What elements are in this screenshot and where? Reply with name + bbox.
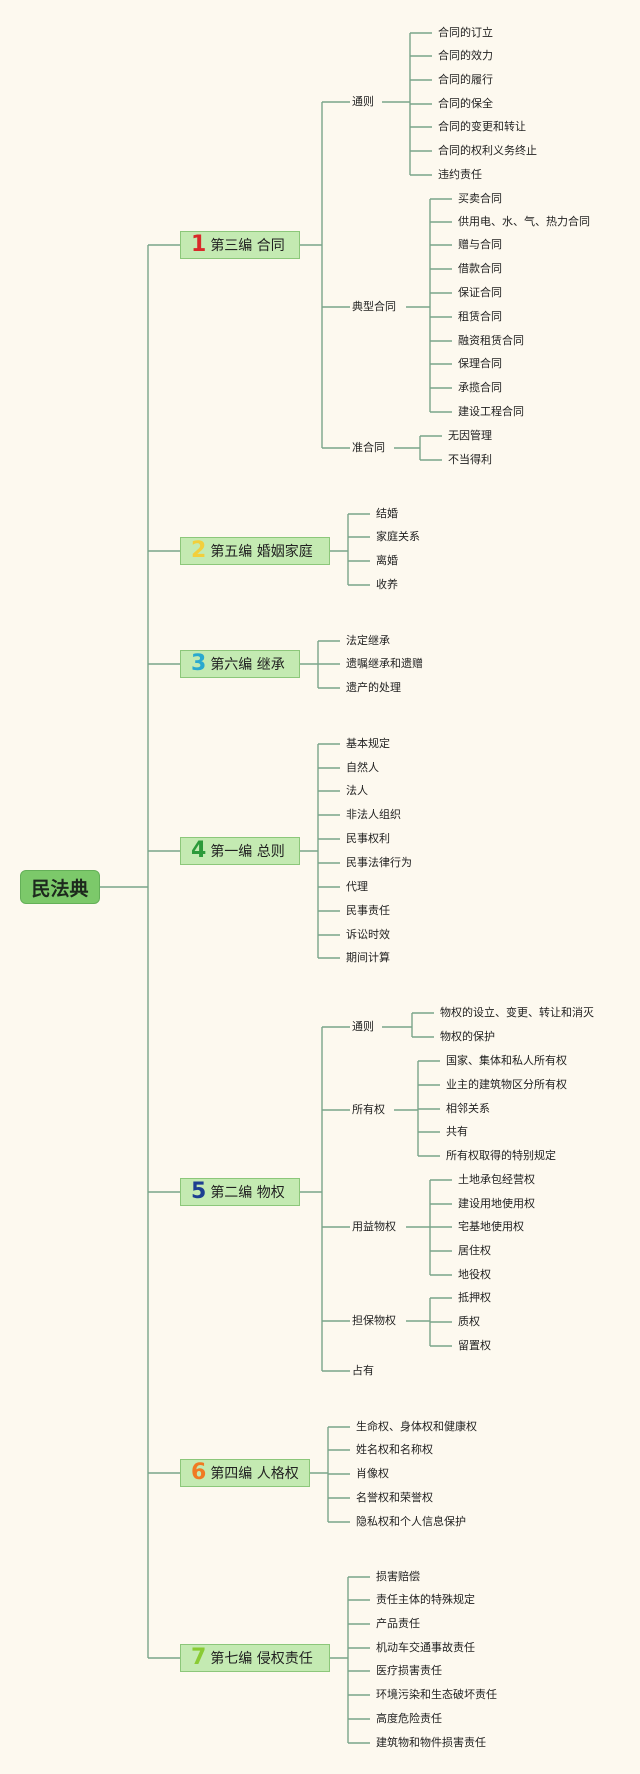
leaf-node[interactable]: 合同的权利义务终止 xyxy=(438,144,537,157)
leaf-node[interactable]: 建筑物和物件损害责任 xyxy=(376,1736,486,1749)
part-number: 3 xyxy=(191,651,207,676)
leaf-node[interactable]: 不当得利 xyxy=(448,453,492,466)
leaf-node[interactable]: 民事责任 xyxy=(346,904,390,917)
section-node[interactable]: 通则 xyxy=(352,95,374,108)
leaf-node[interactable]: 宅基地使用权 xyxy=(458,1220,524,1233)
section-node[interactable]: 典型合同 xyxy=(352,300,396,313)
leaf-node[interactable]: 生命权、身体权和健康权 xyxy=(356,1420,477,1433)
leaf-node[interactable]: 赠与合同 xyxy=(458,238,502,251)
section-node[interactable]: 通则 xyxy=(352,1020,374,1033)
leaf-node[interactable]: 民事权利 xyxy=(346,832,390,845)
leaf-node[interactable]: 土地承包经营权 xyxy=(458,1173,535,1186)
section-node[interactable]: 担保物权 xyxy=(352,1314,396,1327)
root-node[interactable]: 民法典 xyxy=(20,870,100,904)
leaf-node[interactable]: 责任主体的特殊规定 xyxy=(376,1593,475,1606)
leaf-node[interactable]: 物权的保护 xyxy=(440,1030,495,1043)
part-title: 第五编 婚姻家庭 xyxy=(210,544,313,560)
leaf-node[interactable]: 高度危险责任 xyxy=(376,1712,442,1725)
leaf-node[interactable]: 物权的设立、变更、转让和消灭 xyxy=(440,1006,594,1019)
leaf-node[interactable]: 合同的订立 xyxy=(438,26,493,39)
leaf-node[interactable]: 融资租赁合同 xyxy=(458,334,524,347)
leaf-node[interactable]: 合同的效力 xyxy=(438,49,493,62)
leaf-node[interactable]: 保证合同 xyxy=(458,286,502,299)
leaf-node[interactable]: 结婚 xyxy=(376,507,398,520)
leaf-node[interactable]: 国家、集体和私人所有权 xyxy=(446,1054,567,1067)
leaf-node[interactable]: 收养 xyxy=(376,578,398,591)
leaf-node[interactable]: 承揽合同 xyxy=(458,381,502,394)
leaf-node[interactable]: 基本规定 xyxy=(346,737,390,750)
leaf-node[interactable]: 无因管理 xyxy=(448,429,492,442)
leaf-node[interactable]: 所有权取得的特别规定 xyxy=(446,1149,556,1162)
leaf-node[interactable]: 非法人组织 xyxy=(346,808,401,821)
leaf-node[interactable]: 抵押权 xyxy=(458,1291,491,1304)
leaf-node[interactable]: 姓名权和名称权 xyxy=(356,1443,433,1456)
part-number: 1 xyxy=(191,232,207,257)
part-title: 第六编 继承 xyxy=(210,657,285,673)
leaf-node[interactable]: 期间计算 xyxy=(346,951,390,964)
leaf-node[interactable]: 肖像权 xyxy=(356,1467,389,1480)
leaf-node[interactable]: 租赁合同 xyxy=(458,310,502,323)
leaf-node[interactable]: 自然人 xyxy=(346,761,379,774)
leaf-node[interactable]: 损害赔偿 xyxy=(376,1570,420,1583)
leaf-node[interactable]: 民事法律行为 xyxy=(346,856,412,869)
leaf-node[interactable]: 质权 xyxy=(458,1315,480,1328)
leaf-node[interactable]: 供用电、水、气、热力合同 xyxy=(458,215,590,228)
part-title: 第一编 总则 xyxy=(210,844,285,860)
leaf-node[interactable]: 法人 xyxy=(346,784,368,797)
part-title: 第七编 侵权责任 xyxy=(210,1651,313,1667)
leaf-node[interactable]: 合同的变更和转让 xyxy=(438,120,526,133)
leaf-node[interactable]: 诉讼时效 xyxy=(346,928,390,941)
section-node[interactable]: 占有 xyxy=(352,1364,374,1377)
leaf-node[interactable]: 合同的保全 xyxy=(438,97,493,110)
section-node[interactable]: 用益物权 xyxy=(352,1220,396,1233)
leaf-node[interactable]: 合同的履行 xyxy=(438,73,493,86)
leaf-node[interactable]: 隐私权和个人信息保护 xyxy=(356,1515,466,1528)
leaf-node[interactable]: 违约责任 xyxy=(438,168,482,181)
section-node[interactable]: 所有权 xyxy=(352,1103,385,1116)
leaf-node[interactable]: 借款合同 xyxy=(458,262,502,275)
part-number: 4 xyxy=(191,838,207,863)
part-title: 第四编 人格权 xyxy=(210,1466,299,1482)
leaf-node[interactable]: 环境污染和生态破坏责任 xyxy=(376,1688,497,1701)
leaf-node[interactable]: 留置权 xyxy=(458,1339,491,1352)
leaf-node[interactable]: 机动车交通事故责任 xyxy=(376,1641,475,1654)
section-node[interactable]: 准合同 xyxy=(352,441,385,454)
leaf-node[interactable]: 法定继承 xyxy=(346,634,390,647)
leaf-node[interactable]: 相邻关系 xyxy=(446,1102,490,1115)
leaf-node[interactable]: 地役权 xyxy=(458,1268,491,1281)
leaf-node[interactable]: 产品责任 xyxy=(376,1617,420,1630)
leaf-node[interactable]: 保理合同 xyxy=(458,357,502,370)
leaf-node[interactable]: 离婚 xyxy=(376,554,398,567)
leaf-node[interactable]: 代理 xyxy=(346,880,368,893)
leaf-node[interactable]: 居住权 xyxy=(458,1244,491,1257)
leaf-node[interactable]: 业主的建筑物区分所有权 xyxy=(446,1078,567,1091)
part-title: 第二编 物权 xyxy=(210,1185,285,1201)
leaf-node[interactable]: 共有 xyxy=(446,1125,468,1138)
leaf-node[interactable]: 家庭关系 xyxy=(376,530,420,543)
part-number: 5 xyxy=(191,1179,207,1204)
leaf-node[interactable]: 遗嘱继承和遗赠 xyxy=(346,657,423,670)
part-number: 2 xyxy=(191,538,207,563)
leaf-node[interactable]: 建设用地使用权 xyxy=(458,1197,535,1210)
leaf-node[interactable]: 建设工程合同 xyxy=(458,405,524,418)
leaf-node[interactable]: 名誉权和荣誉权 xyxy=(356,1491,433,1504)
leaf-node[interactable]: 遗产的处理 xyxy=(346,681,401,694)
leaf-node[interactable]: 买卖合同 xyxy=(458,192,502,205)
part-number: 6 xyxy=(191,1460,207,1485)
part-number: 7 xyxy=(191,1645,207,1670)
leaf-node[interactable]: 医疗损害责任 xyxy=(376,1664,442,1677)
part-title: 第三编 合同 xyxy=(210,238,285,254)
